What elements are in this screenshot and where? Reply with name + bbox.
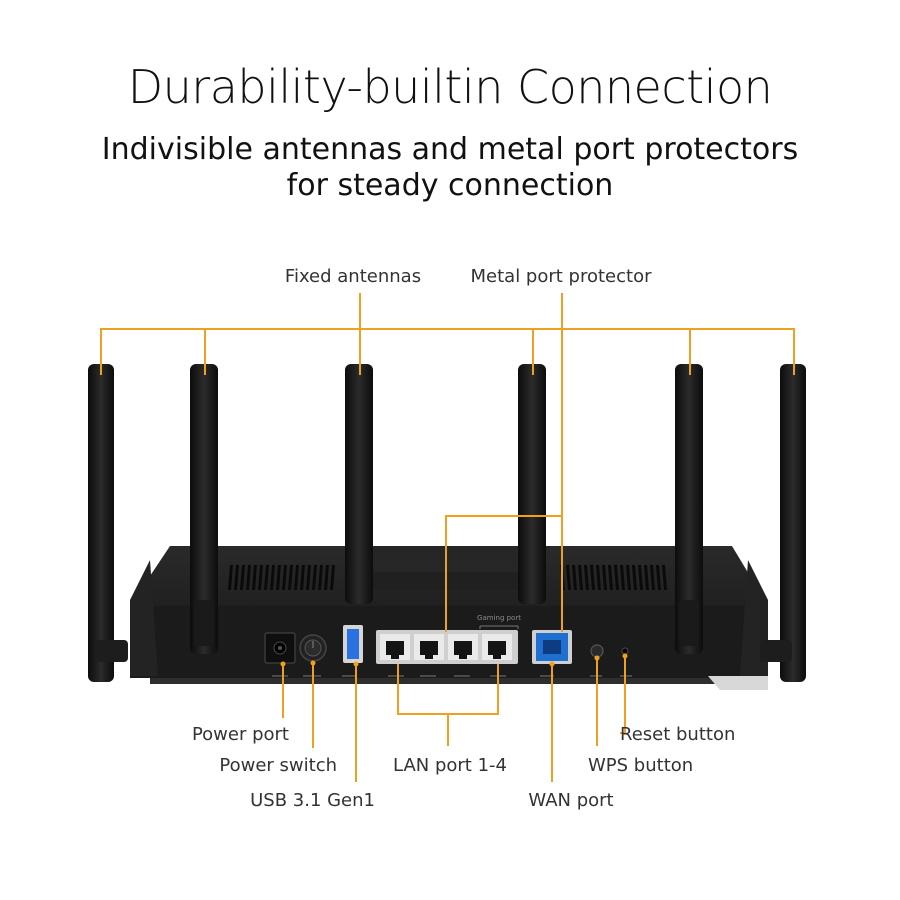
label-power-port: Power port (192, 724, 289, 745)
vent-slot (246, 565, 251, 590)
vent-slot (602, 565, 607, 590)
lan-port-group (376, 630, 518, 664)
vent-slot (608, 565, 613, 590)
vent-slot (620, 565, 625, 590)
vent-slot (276, 565, 281, 590)
label-metal-port-protector: Metal port protector (471, 266, 653, 287)
label-wan-port: WAN port (528, 790, 613, 811)
vent-slot (650, 565, 655, 590)
label-power-switch: Power switch (219, 755, 337, 776)
antenna-center-right (518, 364, 546, 604)
vent-slot (258, 565, 263, 590)
vent-slot (306, 565, 311, 590)
vent-slots (228, 565, 667, 590)
label-lan-ports: LAN port 1-4 (393, 755, 507, 776)
wan-port (532, 630, 572, 664)
vent-slot (656, 565, 661, 590)
callout-dots (280, 653, 628, 667)
label-usb: USB 3.1 Gen1 (250, 790, 375, 811)
subtitle-line-1: Indivisible antennas and metal port prot… (101, 132, 799, 167)
power-switch (299, 634, 327, 662)
page-subtitle: Indivisible antennas and metal port prot… (0, 132, 900, 204)
vent-slot (644, 565, 649, 590)
vent-slot (240, 565, 245, 590)
wps-button (590, 644, 604, 658)
lan-port-4 (482, 634, 512, 660)
antenna-right (675, 364, 703, 654)
vent-slot (282, 565, 287, 590)
lan-port-3 (448, 634, 478, 660)
label-wps-button: WPS button (588, 755, 693, 776)
vent-slot (234, 565, 239, 590)
vent-slot (324, 565, 329, 590)
reset-button (621, 647, 629, 655)
vent-slot (312, 565, 317, 590)
vent-slot (584, 565, 589, 590)
vent-slot (590, 565, 595, 590)
vent-slot (572, 565, 577, 590)
antenna-far-right (760, 364, 806, 682)
vent-slot (662, 565, 667, 590)
vent-slot (294, 565, 299, 590)
antenna-far-left (88, 364, 128, 682)
label-fixed-antennas: Fixed antennas (285, 266, 421, 287)
antenna-center-left (345, 364, 373, 604)
vent-slot (228, 565, 233, 590)
vent-slot (270, 565, 275, 590)
vent-slot (566, 565, 571, 590)
router-body (130, 546, 768, 690)
label-reset-button: Reset button (620, 724, 735, 745)
lan-port-1 (380, 634, 410, 660)
vent-slot (288, 565, 293, 590)
vent-slot (318, 565, 323, 590)
vent-slot (626, 565, 631, 590)
power-port (264, 632, 296, 664)
antenna-left (190, 364, 218, 654)
vent-slot (300, 565, 305, 590)
callout-lines (100, 293, 795, 782)
vent-slot (632, 565, 637, 590)
usb-port (343, 625, 363, 663)
vent-slot (252, 565, 257, 590)
subtitle-line-2: for steady connection (286, 168, 614, 203)
gaming-port-label: Gaming port (477, 614, 521, 622)
page-title: Durability-builtin Connection (127, 60, 773, 114)
vent-slot (638, 565, 643, 590)
antenna-callout-bar (100, 328, 795, 375)
vent-slot (264, 565, 269, 590)
vent-slot (596, 565, 601, 590)
vent-slot (330, 565, 335, 590)
lan-port-2 (414, 634, 444, 660)
vent-slot (578, 565, 583, 590)
gaming-port-bracket: Gaming port (477, 614, 521, 629)
vent-slot (614, 565, 619, 590)
